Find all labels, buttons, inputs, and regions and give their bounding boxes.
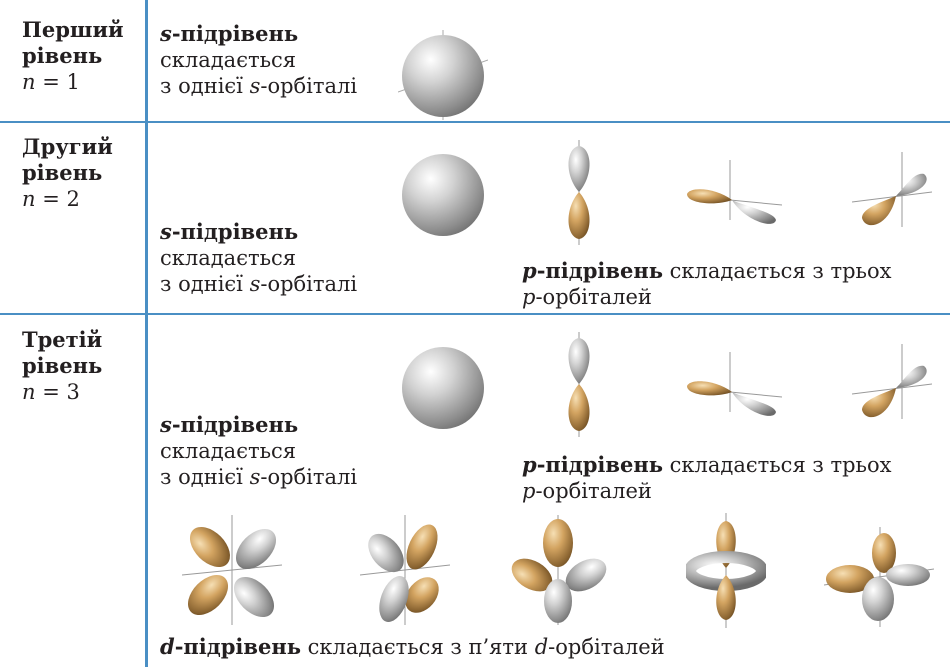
- dx2y2-orbital: [824, 527, 934, 627]
- dyz-orbital: [508, 515, 608, 625]
- dz2-orbital: [686, 513, 766, 628]
- py-orbital-2: [852, 152, 932, 237]
- column-divider: [145, 0, 148, 667]
- px-orbital-2: [682, 160, 782, 235]
- row-divider-1: [0, 121, 950, 123]
- p-sublevel-text-2: p-підрівень складається з трьох p-орбіта…: [522, 258, 892, 309]
- px-orbital-3: [682, 352, 782, 427]
- dxy-orbital: [182, 515, 282, 625]
- s-sublevel-text-3: s-підрівень складається з однієї s-орбіт…: [160, 412, 358, 489]
- s-sublevel-text-2: s-підрівень складається з однієї s-орбіт…: [160, 219, 358, 296]
- p-sublevel-text-3: p-підрівень складається з трьох p-орбіта…: [522, 452, 892, 503]
- s-sublevel-text-1: s-підрівень складається з однієї s-орбіт…: [160, 21, 358, 98]
- dxz-orbital: [360, 515, 450, 625]
- s-orbital-sphere-1: [398, 30, 488, 120]
- d-sublevel-text: d-підрівень складається з п’яти d-орбіта…: [160, 634, 665, 659]
- pz-orbital-3: [544, 332, 614, 437]
- pz-orbital-2: [544, 140, 614, 245]
- py-orbital-3: [852, 344, 932, 429]
- s-orbital-sphere-3: [398, 343, 488, 433]
- row-divider-2: [0, 313, 950, 315]
- s-orbital-sphere-2: [398, 150, 488, 240]
